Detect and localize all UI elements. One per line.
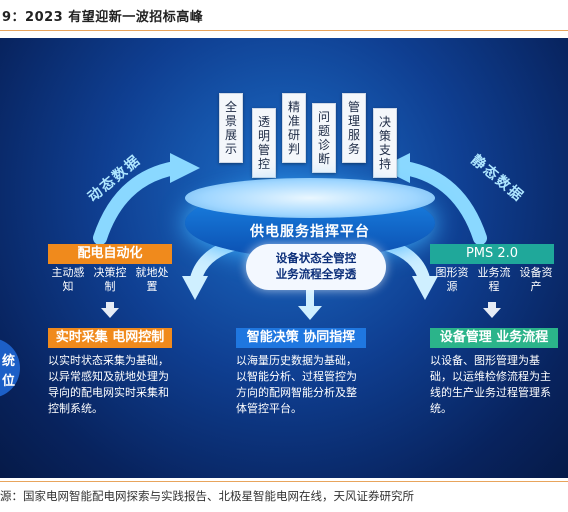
top-label-juece: 决策支持 (373, 108, 397, 178)
left-sub-1: 主动感知 (51, 266, 85, 293)
left-head2: 实时采集 电网控制 (48, 328, 172, 348)
right-down-arrow-small (483, 308, 501, 318)
left-down-arrow-head (182, 276, 208, 300)
middle-connector-head (298, 306, 322, 320)
right-head2: 设备管理 业务流程 (430, 328, 558, 348)
left-down-stem (106, 302, 114, 308)
dynamic-arrow-head (170, 153, 200, 183)
static-arrow (398, 161, 487, 245)
cloud-shape (246, 244, 386, 290)
cloud-text: 设备状态全管控 业务流程全穿透 (246, 250, 386, 282)
middle-head2: 智能决策 协同指挥 (236, 328, 366, 348)
top-label-wenti: 问题诊断 (312, 103, 336, 173)
right-desc-4: 统。 (430, 402, 452, 415)
right-down-stem (488, 302, 496, 308)
left-title: 配电自动化 (48, 244, 172, 264)
figure-caption: 9：2023 有望迎新一波招标高峰 (2, 10, 204, 25)
right-sub-2: 业务流程 (477, 266, 511, 293)
right-down-arrow-head (412, 276, 438, 300)
left-desc: 以实时状态采集为基础， 以异常感知及就地处理为 导向的配电网实时采集和 控制系统… (48, 353, 188, 417)
right-title: PMS 2.0 (430, 244, 554, 264)
diagram-panel: 全景展示 透明管控 精准研判 问题诊断 管理服务 决策支持 供电服务指挥平台 动… (0, 38, 568, 478)
left-sub-2: 决策控制 (93, 266, 127, 293)
top-label-guanli: 管理服务 (342, 93, 366, 163)
left-edge-char-2: 位 (2, 374, 16, 389)
bottom-divider (0, 481, 568, 482)
left-edge-circle: 统 位 (0, 338, 20, 398)
middle-desc: 以海量历史数据为基础， 以智能分析、过程管控为 方向的配网智能分析及整 体管控平… (236, 353, 376, 417)
dynamic-arrow (93, 161, 182, 245)
platform-disc (185, 178, 435, 218)
cloud-line-1: 设备状态全管控 (275, 251, 357, 265)
left-down-arrow-small (101, 308, 119, 318)
left-desc-1: 以实时状态采集为基础， (48, 354, 169, 367)
left-desc-4: 控制系统。 (48, 402, 103, 415)
cloud-line-2: 业务流程全穿透 (275, 267, 357, 281)
top-divider (0, 30, 568, 31)
middle-desc-3: 方向的配网智能分析及整 (236, 386, 357, 399)
middle-connector (306, 290, 314, 308)
middle-desc-1: 以海量历史数据为基础， (236, 354, 357, 367)
right-desc-2: 础，以运维检修流程为主 (430, 370, 551, 383)
left-desc-2: 以异常感知及就地处理为 (48, 370, 169, 383)
middle-desc-2: 以智能分析、过程管控为 (236, 370, 357, 383)
source-note: 源：国家电网智能配电网探索与实践报告、北极星智能电网在线，天风证券研究所 (0, 489, 414, 503)
right-desc: 以设备、图形管理为基 础，以运维检修流程为主 线的生产业务过程管理系 统。 (430, 353, 565, 417)
top-label-toumin: 透明管控 (252, 108, 276, 178)
top-label-jingzhun: 精准研判 (282, 93, 306, 163)
right-sub-1: 图形资源 (435, 266, 469, 293)
platform-title: 供电服务指挥平台 (250, 224, 370, 240)
left-desc-3: 导向的配电网实时采集和 (48, 386, 169, 399)
right-desc-3: 线的生产业务过程管理系 (430, 386, 551, 399)
right-desc-1: 以设备、图形管理为基 (430, 354, 540, 367)
right-sub-3: 设备资产 (519, 266, 553, 293)
top-label-quanjing: 全景展示 (219, 93, 243, 163)
left-edge-char-1: 统 (2, 354, 16, 369)
middle-desc-4: 体管控平台。 (236, 402, 302, 415)
left-sub-3: 就地处置 (135, 266, 169, 293)
